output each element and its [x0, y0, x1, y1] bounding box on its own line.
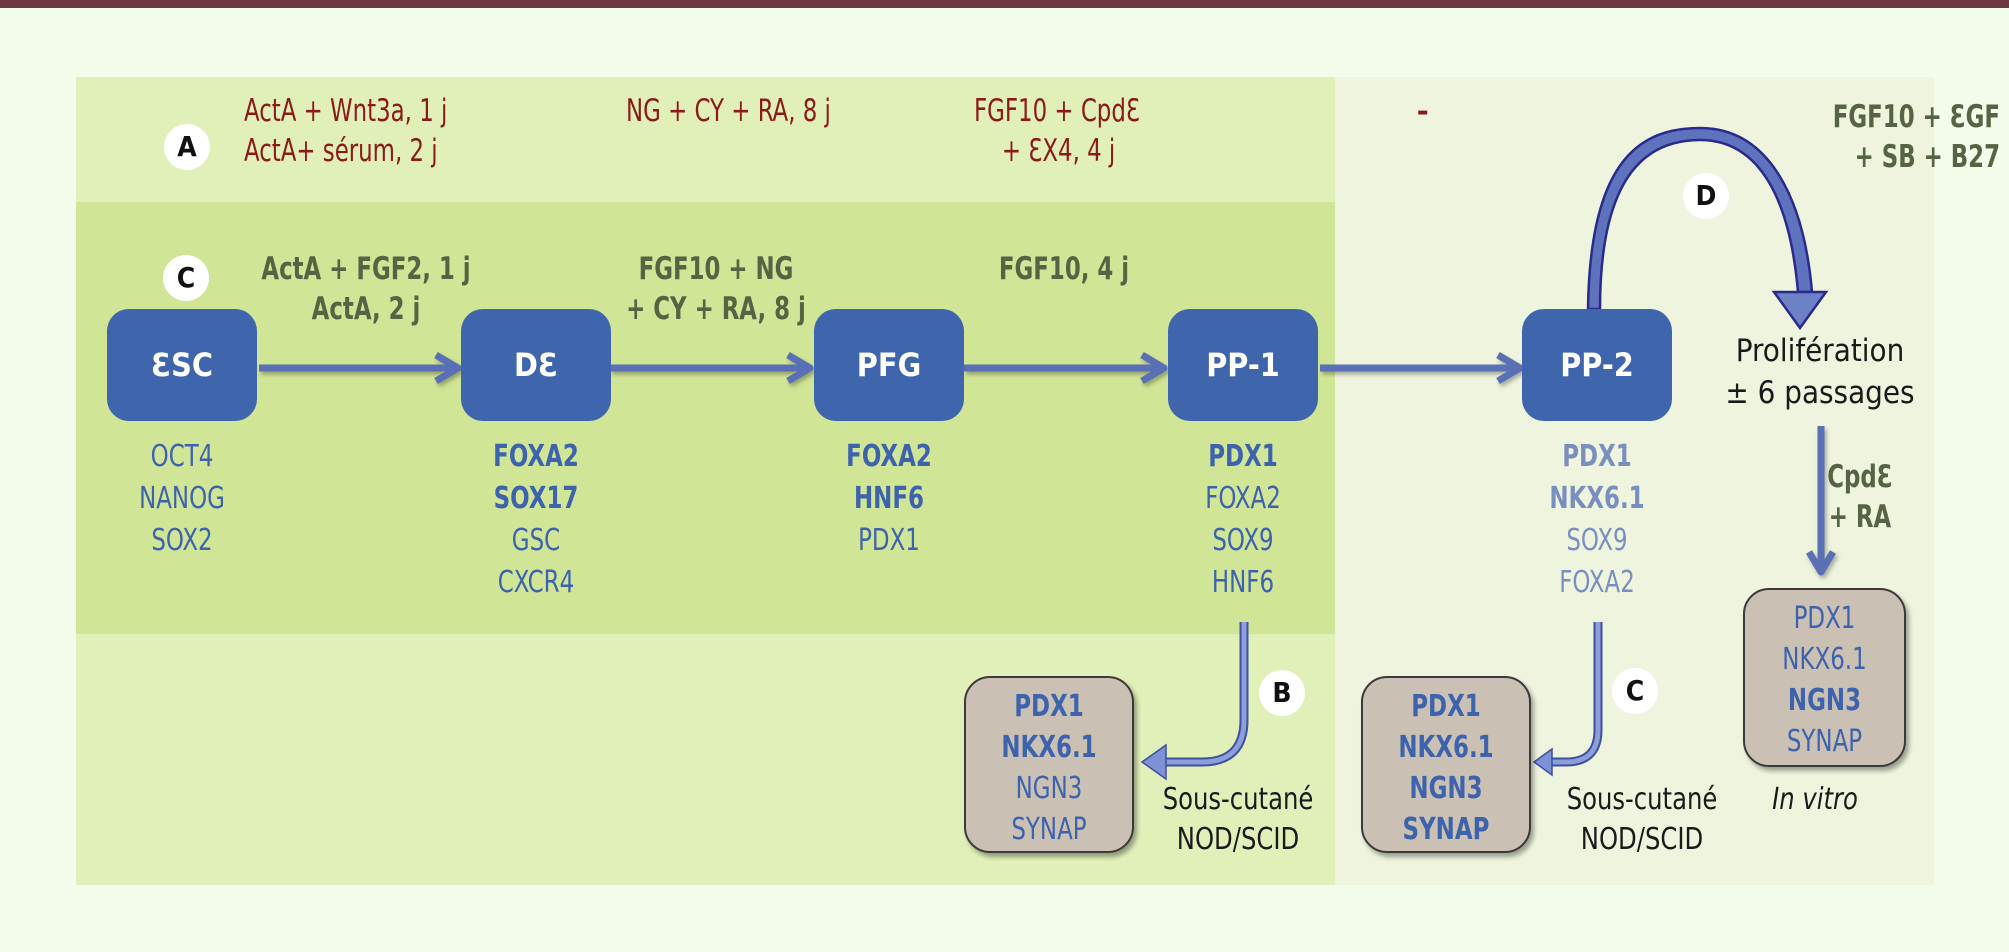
arrow-esc-de — [259, 351, 462, 385]
arrow-de-pfg — [610, 351, 814, 385]
marker-gene: NKX6.1 — [1001, 730, 1097, 765]
condition-line: FGF10, 4 j — [998, 251, 1130, 287]
marker-gene: FOXA2 — [1205, 481, 1281, 516]
marker-gene: HNF6 — [1211, 565, 1275, 600]
proliferation-line: Prolifération — [1735, 333, 1905, 369]
proliferation-line: ± 6 passages — [1725, 375, 1915, 411]
marker-gene: NGN3 — [1787, 683, 1862, 718]
badge-a: A — [164, 124, 210, 170]
condition-line: ActA + FGF2, 1 j — [261, 251, 471, 287]
site-line: In vitro — [1772, 782, 1858, 817]
badge-d: D — [1683, 173, 1729, 219]
marker-gene: SOX9 — [1566, 523, 1628, 558]
stage-esc[interactable]: ƐSC — [107, 309, 257, 421]
marker-gene: FOXA2 — [846, 439, 932, 474]
marker-gene: SYNAP — [1402, 812, 1490, 847]
marker-gene: PDX1 — [1562, 439, 1632, 474]
site-line: NOD/SCID — [1176, 822, 1300, 857]
condition-line: FGF10 + NG — [638, 251, 794, 287]
badge-c-bottom: C — [1612, 668, 1658, 714]
condition-line: + RA — [1828, 499, 1892, 535]
condition-line: + CY + RA, 8 j — [626, 291, 806, 327]
arrow-pp1-result-b — [1140, 622, 1249, 781]
site-line: Sous-cutané — [1566, 782, 1718, 817]
marker-gene: SYNAP — [1011, 812, 1087, 847]
marker-gene: HNF6 — [853, 481, 925, 516]
condition-line: ActA, 2 j — [311, 291, 421, 327]
marker-gene: PDX1 — [1793, 601, 1856, 636]
site-label-d: In vitro — [1725, 780, 1905, 820]
condition-d-loop: FGF10 + ƐGF + SB + B27 — [1754, 97, 2000, 177]
marker-gene: NGN3 — [1409, 771, 1483, 806]
condition-a-step3: FGF10 + CpdƐ + ƐX4, 4 j — [974, 91, 1140, 171]
condition-line: FGF10 + ƐGF — [1832, 99, 2000, 135]
stage-pp2[interactable]: PP-2 — [1522, 309, 1672, 421]
marker-gene: FOXA2 — [493, 439, 579, 474]
marker-gene: FOXA2 — [1559, 565, 1635, 600]
stage-pfg[interactable]: PFG — [814, 309, 964, 421]
stage-pp1[interactable]: PP-1 — [1168, 309, 1318, 421]
site-line: NOD/SCID — [1580, 822, 1704, 857]
condition-line: ActA + Wnt3a, 1 j — [244, 93, 448, 129]
marker-gene: NKX6.1 — [1549, 481, 1645, 516]
marker-gene: PDX1 — [1208, 439, 1278, 474]
marker-gene: SOX2 — [151, 523, 213, 558]
condition-a-step4: – — [1417, 91, 1428, 131]
protocol-a-band — [76, 77, 1335, 202]
condition-d-differentiation: CpdƐ + RA — [1794, 457, 1925, 537]
arrow-prolif-invitro — [1805, 426, 1837, 576]
condition-line: – — [1417, 93, 1429, 129]
condition-c-step2: FGF10 + NG + CY + RA, 8 j — [593, 249, 839, 329]
marker-gene: NKX6.1 — [1782, 642, 1867, 677]
marker-gene: OCT4 — [150, 439, 214, 474]
marker-gene: CXCR4 — [497, 565, 575, 600]
condition-line: FGF10 + CpdƐ — [974, 93, 1140, 129]
site-line: Sous-cutané — [1162, 782, 1314, 817]
arrow-pp2-proliferation-loop — [1586, 126, 1829, 331]
condition-c-step1: ActA + FGF2, 1 j ActA, 2 j — [243, 249, 489, 329]
marker-gene: PDX1 — [1014, 689, 1084, 724]
arrow-pp2-result-c — [1532, 622, 1603, 777]
marker-gene: NANOG — [139, 481, 225, 516]
marker-gene: NGN3 — [1015, 771, 1083, 806]
condition-line: ActA+ sérum, 2 j — [244, 133, 438, 169]
marker-gene: SYNAP — [1786, 724, 1863, 759]
condition-line: CpdƐ — [1827, 459, 1893, 495]
condition-line: NG + CY + RA, 8 j — [626, 93, 831, 129]
stage-de[interactable]: DƐ — [461, 309, 611, 421]
marker-gene: NKX6.1 — [1398, 730, 1494, 765]
arrow-pp1-pp2 — [1320, 351, 1524, 385]
top-bar — [0, 0, 2009, 8]
marker-gene: SOX17 — [493, 481, 579, 516]
marker-gene: SOX9 — [1212, 523, 1274, 558]
condition-a-step1: ActA + Wnt3a, 1 j ActA+ sérum, 2 j — [244, 91, 447, 171]
badge-b: B — [1259, 670, 1305, 716]
condition-a-step2: NG + CY + RA, 8 j — [626, 91, 831, 131]
proliferation-label: Prolifération ± 6 passages — [1700, 330, 1940, 414]
condition-c-step3: FGF10, 4 j — [941, 249, 1187, 289]
marker-gene: GSC — [511, 523, 561, 558]
marker-gene: PDX1 — [1411, 689, 1481, 724]
condition-line: + SB + B27 — [1854, 139, 2000, 175]
badge-c-top: C — [163, 255, 209, 301]
condition-line: + ƐX4, 4 j — [1001, 133, 1116, 169]
protocol-c-band — [76, 202, 1335, 634]
arrow-pfg-pp1 — [964, 351, 1168, 385]
marker-gene: PDX1 — [858, 523, 920, 558]
